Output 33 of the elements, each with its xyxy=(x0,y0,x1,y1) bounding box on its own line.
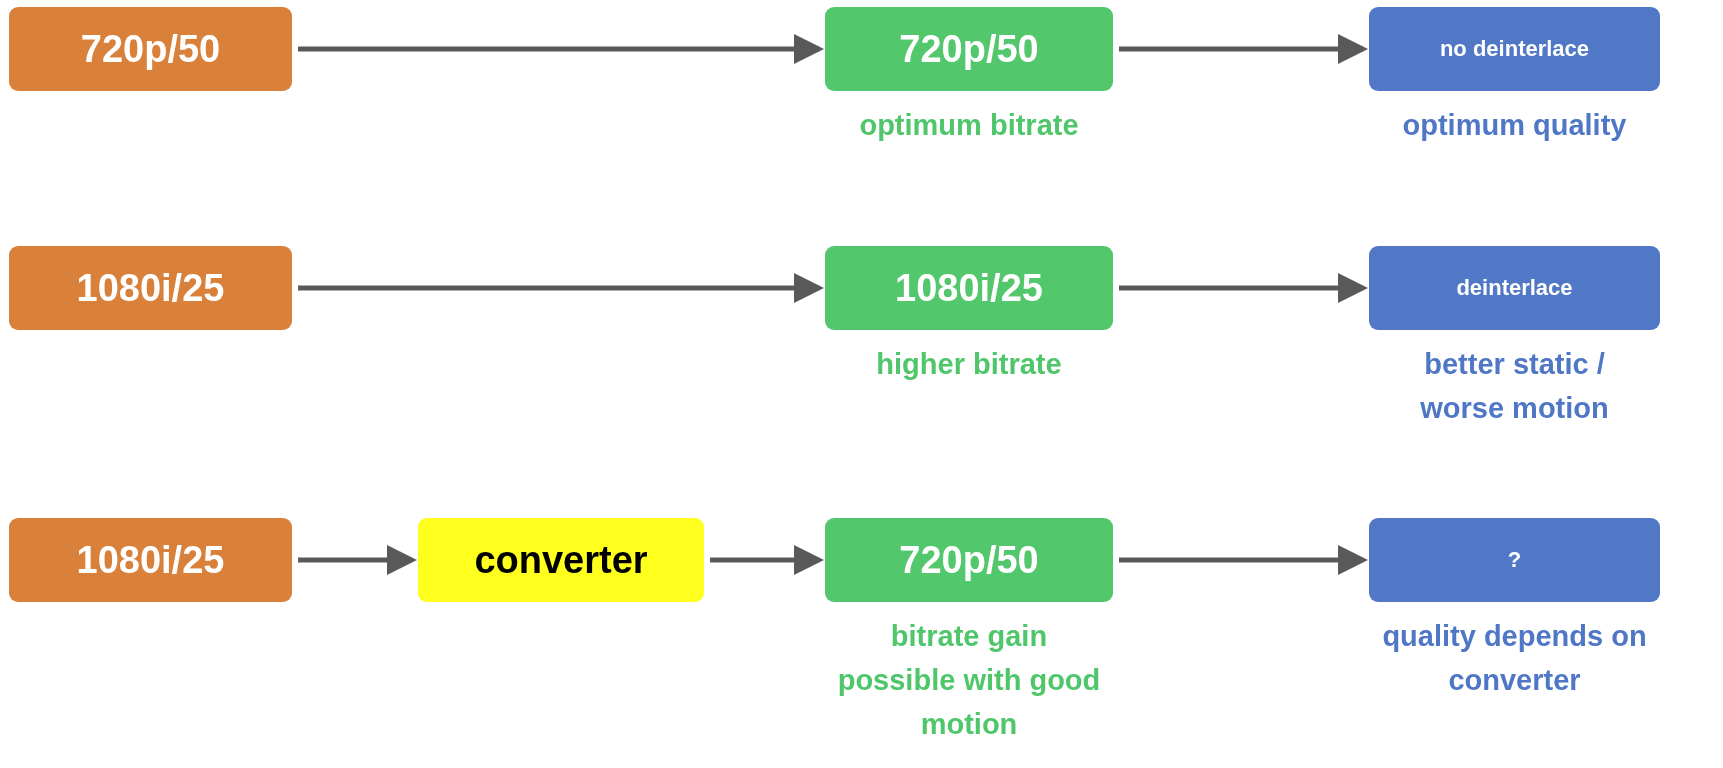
process-box xyxy=(1369,246,1660,330)
process-box xyxy=(825,246,1113,330)
box-label: 720p/50 xyxy=(899,538,1039,582)
process-box xyxy=(1369,518,1660,602)
arrow xyxy=(710,545,824,575)
node-caption: better static / worse motion xyxy=(1419,347,1610,426)
process-box xyxy=(9,246,292,330)
arrow xyxy=(298,545,417,575)
box-label: ? xyxy=(1507,547,1522,573)
process-box xyxy=(825,518,1113,602)
process-box xyxy=(9,7,292,91)
node-caption: higher bitrate xyxy=(875,347,1063,382)
node-caption: optimum quality xyxy=(1401,108,1628,143)
box-label: 1080i/25 xyxy=(76,538,225,582)
box-label: 1080i/25 xyxy=(895,266,1043,310)
box-label: 720p/50 xyxy=(80,27,221,71)
arrow xyxy=(1119,273,1368,303)
node-caption: optimum bitrate xyxy=(858,108,1080,143)
process-box xyxy=(1369,7,1660,91)
box-label: deinterlace xyxy=(1456,275,1573,301)
box-label: no deinterlace xyxy=(1439,36,1590,62)
process-box xyxy=(9,518,292,602)
arrow xyxy=(1119,545,1368,575)
box-label: 720p/50 xyxy=(899,27,1039,71)
process-box xyxy=(418,518,704,602)
node-caption: quality depends on converter xyxy=(1381,619,1648,698)
box-label: converter xyxy=(474,538,648,582)
node-caption: bitrate gain possible with good motion xyxy=(836,619,1102,742)
box-label: 1080i/25 xyxy=(76,266,225,310)
arrow xyxy=(298,273,824,303)
process-box xyxy=(825,7,1113,91)
arrow xyxy=(1119,34,1368,64)
arrow xyxy=(298,34,824,64)
